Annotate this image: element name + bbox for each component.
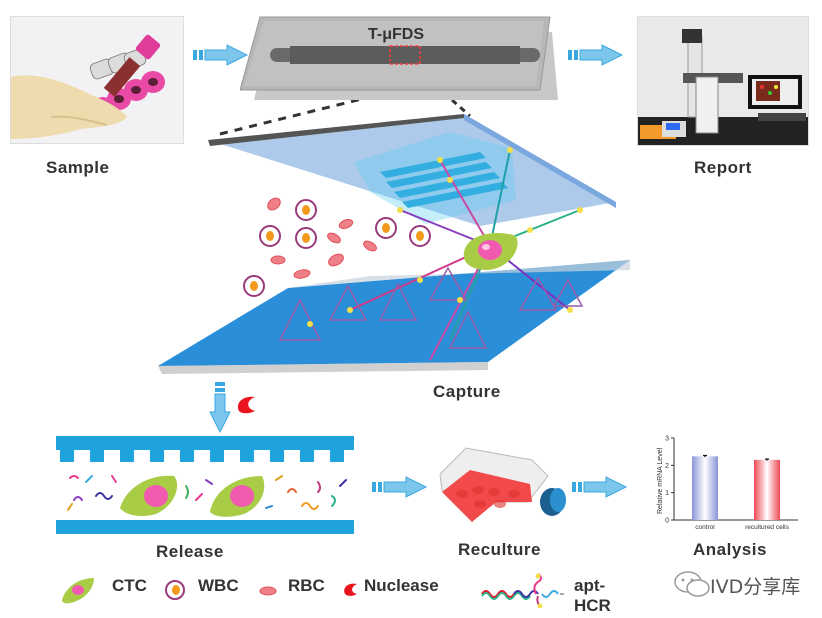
apt-hcr-icon xyxy=(481,573,564,608)
blood-tube-hand-illustration xyxy=(11,17,183,143)
x-tick-label: recultured cells xyxy=(745,524,789,531)
wbc-cell-icon xyxy=(165,580,185,600)
y-tick-label: 0 xyxy=(665,518,669,525)
nuclease-icon xyxy=(344,583,357,596)
t-ufds-chip: T-μFDS xyxy=(239,12,560,102)
bar-control xyxy=(692,456,718,520)
nuclease-icon xyxy=(235,395,257,420)
release-illustration xyxy=(56,436,354,536)
report-label: Report xyxy=(694,158,752,177)
ctc-cell-icon xyxy=(62,578,94,604)
reculture-label: Reculture xyxy=(458,540,541,559)
legend-label-apt-hcr: apt-HCR xyxy=(574,576,611,615)
x-tick-label: control xyxy=(695,524,715,531)
wechat-icon xyxy=(674,571,710,597)
y-axis-label: Relative mRNA Level xyxy=(657,447,664,514)
legend-label-wbc: WBC xyxy=(198,576,239,595)
y-tick-label: 2 xyxy=(665,463,669,470)
bar-recultured-cells xyxy=(754,459,780,520)
legend-label-rbc: RBC xyxy=(288,576,325,595)
device-label: T-μFDS xyxy=(368,26,425,43)
microscope-illustration xyxy=(638,17,808,145)
sample-photo xyxy=(10,16,184,144)
legend: CTC WBC RBC Nuclease apt-HCR xyxy=(60,572,820,615)
legend-label-nuclease: Nuclease xyxy=(364,576,439,595)
y-tick-label: 3 xyxy=(665,436,669,443)
watermark-text: IVD分享库 xyxy=(710,576,801,598)
capture-label: Capture xyxy=(433,382,501,401)
sample-label: Sample xyxy=(46,158,110,177)
flow-arrow-sample-to-device xyxy=(193,44,249,66)
legend-label-ctc: CTC xyxy=(112,576,147,595)
analysis-label: Analysis xyxy=(693,540,767,559)
culture-flask-illustration xyxy=(436,440,566,530)
flow-arrow-release-to-reculture xyxy=(372,476,428,498)
flow-arrow-reculture-to-analysis xyxy=(572,476,628,498)
mrna-bar-chart: Relative mRNA Level 0 1 2 3 control reculture… xyxy=(652,432,802,536)
flow-arrow-device-to-report xyxy=(568,44,624,66)
report-microscope-photo xyxy=(637,16,809,146)
y-tick-label: 1 xyxy=(665,490,669,497)
release-label: Release xyxy=(156,542,224,561)
flow-arrow-capture-to-release xyxy=(209,382,231,434)
capture-illustration xyxy=(150,92,630,380)
rbc-cell-icon xyxy=(259,586,277,596)
